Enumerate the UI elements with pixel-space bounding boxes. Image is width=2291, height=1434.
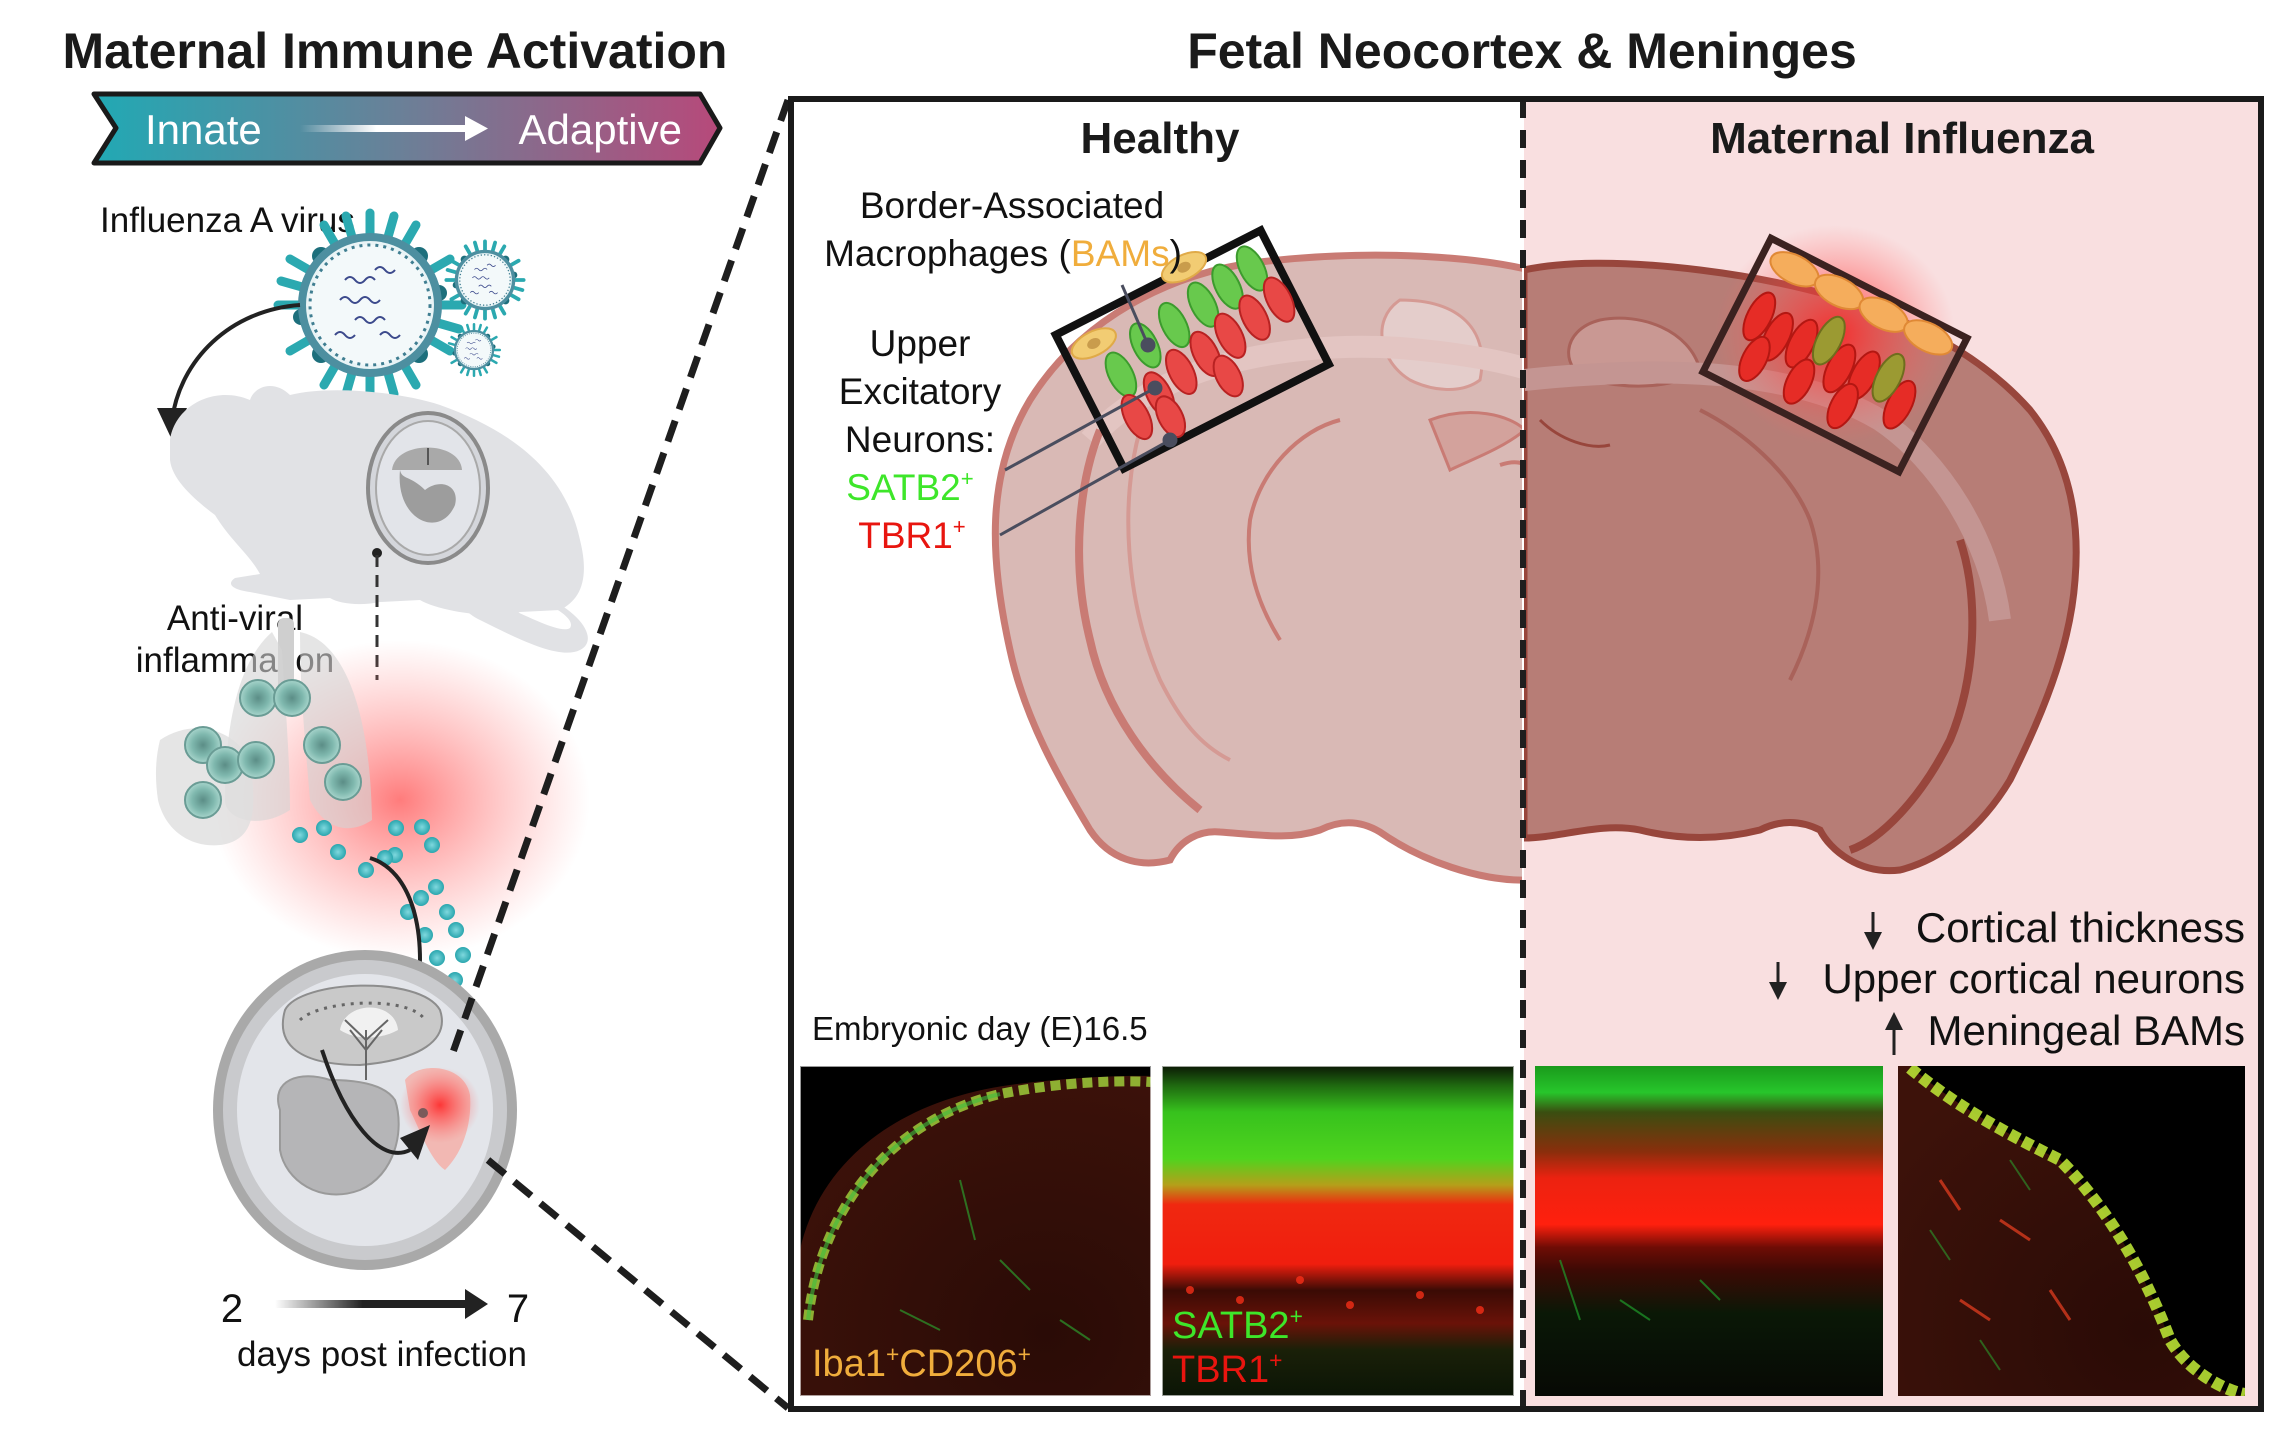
neocortex-frame <box>788 96 2264 1412</box>
findings-list: Cortical thickness Upper cortical neuron… <box>1769 904 2245 1055</box>
embryo-icon <box>213 950 517 1270</box>
finding-text: Cortical thickness <box>1916 904 2245 951</box>
down-arrow-icon <box>1769 962 1787 1000</box>
macrophage-stain-label: Iba1+CD206+ <box>812 1341 1031 1385</box>
tbr1-neurons-inset <box>1738 291 1917 430</box>
influenza-virus-label: Influenza A virus <box>100 201 355 240</box>
timeline-arrow-icon <box>275 1300 470 1308</box>
left-panel-title: Maternal Immune Activation <box>63 23 728 79</box>
innate-label: Innate <box>145 106 262 153</box>
healthy-heading: Healthy <box>1081 114 1240 163</box>
micrograph-influenza-neurons <box>1535 1066 1883 1396</box>
lungs-icon <box>155 618 590 960</box>
tbr1-label: TBR1+ <box>858 514 966 556</box>
down-arrow-icon <box>1864 912 1882 950</box>
bam-label-line1: Border-Associated <box>860 185 1164 226</box>
progress-arrow-icon <box>300 116 488 141</box>
adaptive-label: Adaptive <box>519 106 682 153</box>
tbr1-neurons <box>1120 276 1296 441</box>
infection-arrow-icon <box>157 303 301 440</box>
bam-cells <box>1070 250 1208 360</box>
neuron-label-line2: Excitatory <box>839 371 1002 412</box>
tbr1-stain-label: TBR1+ <box>1172 1347 1282 1391</box>
satb2-label: SATB2+ <box>846 466 973 508</box>
bam-label-line2: Macrophages (BAMs) <box>824 233 1182 274</box>
finding-text: Meningeal BAMs <box>1928 1007 2245 1054</box>
bam-cells-increased <box>1769 251 1954 356</box>
annotation-leader-lines <box>999 284 1178 537</box>
micrograph-healthy-macrophage <box>800 1066 1151 1396</box>
neuron-label-line3: Neurons: <box>845 419 995 460</box>
maternal-immune-activation-panel: Maternal Immune Activation Innate Adapti… <box>63 23 728 1374</box>
timeline: 2 7 days post infection <box>221 1287 529 1374</box>
zoom-connector-lines <box>448 98 792 1411</box>
timepoint-label: Embryonic day (E)16.5 <box>812 1010 1148 1047</box>
timeline-start: 2 <box>221 1287 243 1331</box>
pregnant-mouse-icon <box>170 385 588 653</box>
finding-item: Upper cortical neurons <box>1769 955 2245 1002</box>
right-panel-title: Fetal Neocortex & Meninges <box>1187 23 1857 79</box>
satb2-neurons <box>1104 245 1269 398</box>
influenza-virus-icon <box>273 208 526 402</box>
finding-text: Upper cortical neurons <box>1822 955 2245 1002</box>
finding-item: Meningeal BAMs <box>1885 1007 2245 1055</box>
fetal-neocortex-panel: Fetal Neocortex & Meninges <box>788 23 2264 1412</box>
micrograph-influenza-macrophage <box>1898 1066 2245 1396</box>
up-arrow-icon <box>1885 1012 1903 1055</box>
satb2-neurons-inset <box>1811 315 1906 403</box>
finding-item: Cortical thickness <box>1864 904 2245 951</box>
timeline-caption: days post infection <box>237 1335 527 1374</box>
healthy-cortex-inset <box>1050 225 1335 474</box>
timeline-end: 7 <box>507 1287 529 1331</box>
satb2-stain-label: SATB2+ <box>1172 1303 1303 1347</box>
influenza-heading: Maternal Influenza <box>1710 114 2094 163</box>
micrograph-healthy-neurons <box>1162 1066 1514 1396</box>
micrograph-borders <box>799 1065 1515 1397</box>
innate-to-adaptive-chevron: Innate Adaptive <box>91 91 723 166</box>
neuron-label-line1: Upper <box>870 323 971 364</box>
influenza-cortex-inset <box>1698 233 1972 477</box>
